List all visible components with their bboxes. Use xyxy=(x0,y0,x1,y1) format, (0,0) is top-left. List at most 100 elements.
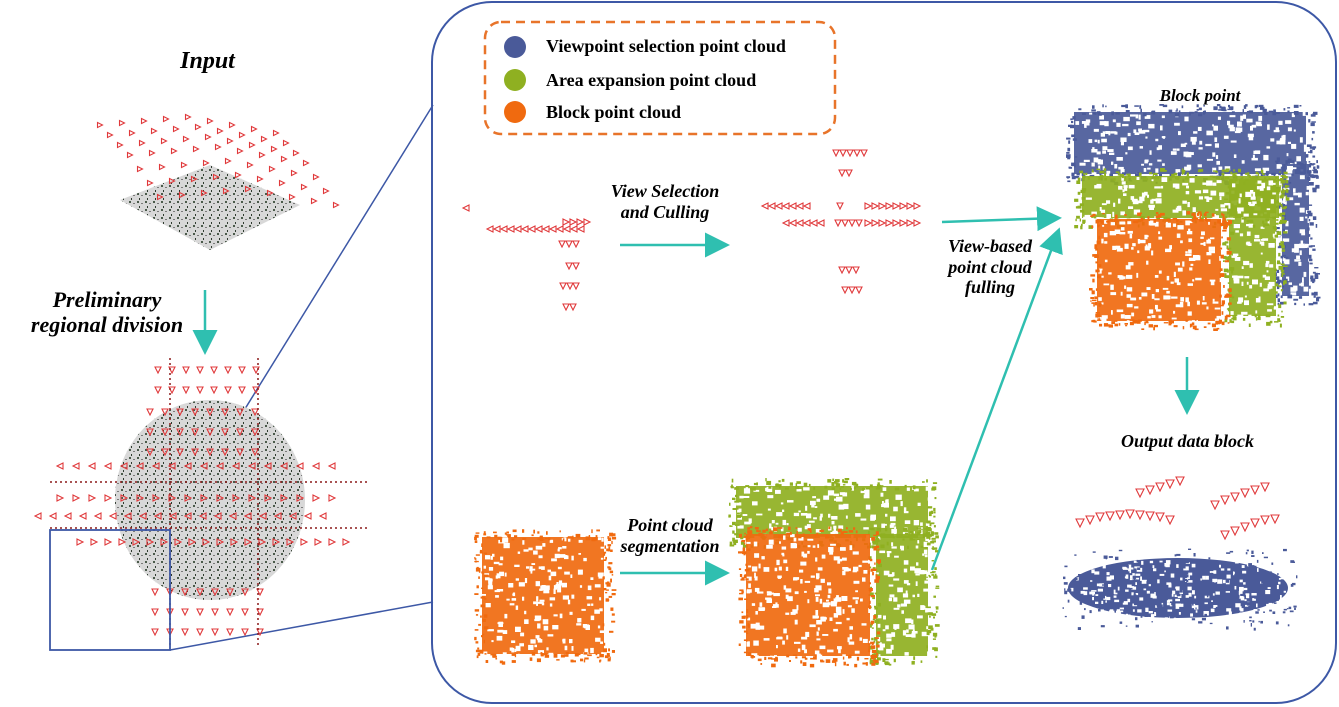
camera-icon xyxy=(558,240,566,249)
camera-icon xyxy=(33,512,42,520)
camera-icon xyxy=(248,141,256,149)
camera-icon xyxy=(256,175,264,183)
camera-icon xyxy=(328,538,337,546)
camera-icon xyxy=(244,185,252,193)
camera-icon xyxy=(272,129,280,137)
camera-icon xyxy=(226,588,234,597)
camera-icon xyxy=(264,494,273,502)
camera-icon xyxy=(534,225,543,233)
camera-icon xyxy=(499,225,508,233)
camera-icon xyxy=(172,125,180,133)
camera-icon xyxy=(555,225,564,233)
label-input: Input xyxy=(180,48,235,74)
camera-icon xyxy=(222,187,230,195)
label-point-cloud-seg: Point cloud segmentation xyxy=(620,515,720,556)
camera-icon xyxy=(188,538,197,546)
camera-icon xyxy=(146,428,154,437)
camera-icon xyxy=(183,512,192,520)
camera-icon xyxy=(238,366,246,375)
camera-icon xyxy=(461,204,470,212)
camera-icon xyxy=(885,219,894,227)
camera-icon xyxy=(146,179,154,187)
camera-icon xyxy=(182,135,190,143)
camera-icon xyxy=(296,494,305,502)
camera-icon xyxy=(215,462,224,470)
camera-icon xyxy=(295,462,304,470)
camera-icon xyxy=(278,179,286,187)
camera-icon xyxy=(232,494,241,502)
camera-icon xyxy=(288,512,297,520)
camera-icon xyxy=(1230,526,1240,537)
camera-icon xyxy=(196,386,204,395)
camera-set-culled xyxy=(760,149,922,295)
camera-icon xyxy=(182,386,190,395)
camera-icon xyxy=(1220,495,1230,506)
camera-icon xyxy=(760,202,769,210)
camera-icon xyxy=(342,538,351,546)
camera-icon xyxy=(161,428,169,437)
camera-icon xyxy=(266,189,274,197)
camera-icon xyxy=(899,219,908,227)
camera-icon xyxy=(506,225,515,233)
camera-icon xyxy=(192,145,200,153)
camera-icon xyxy=(527,225,536,233)
camera-icon xyxy=(322,187,330,195)
legend-box xyxy=(483,20,837,136)
divided-point-cloud xyxy=(33,358,368,651)
camera-icon xyxy=(1075,518,1085,529)
camera-icon xyxy=(250,125,258,133)
camera-icon xyxy=(871,202,880,210)
camera-icon xyxy=(104,538,113,546)
camera-icon xyxy=(248,494,257,502)
camera-icon xyxy=(230,538,239,546)
camera-icon xyxy=(878,202,887,210)
camera-icon xyxy=(846,149,854,158)
camera-icon xyxy=(118,119,126,127)
camera-icon xyxy=(327,462,336,470)
label-preliminary: Preliminary regional division xyxy=(30,287,184,338)
camera-icon xyxy=(226,628,234,637)
camera-icon xyxy=(151,608,159,617)
zoom-line-bottom xyxy=(169,601,434,651)
camera-icon xyxy=(1260,515,1270,526)
camera-set-initial xyxy=(461,204,592,312)
camera-icon xyxy=(206,448,214,457)
camera-icon xyxy=(288,193,296,201)
camera-icon xyxy=(206,408,214,417)
camera-icon xyxy=(116,141,124,149)
input-cameras xyxy=(96,113,340,209)
camera-icon xyxy=(328,494,337,502)
camera-icon xyxy=(853,149,861,158)
camera-icon xyxy=(1165,515,1175,526)
camera-icon xyxy=(71,462,80,470)
label-view-based: View-based point cloud fulling xyxy=(948,236,1032,298)
camera-icon xyxy=(1240,522,1250,533)
camera-icon xyxy=(788,202,797,210)
camera-icon xyxy=(1095,512,1105,523)
camera-icon xyxy=(802,202,811,210)
camera-icon xyxy=(136,494,145,502)
camera-icon xyxy=(156,193,164,201)
camera-icon xyxy=(162,115,170,123)
camera-icon xyxy=(161,408,169,417)
camera-icon xyxy=(565,262,573,271)
camera-icon xyxy=(244,538,253,546)
camera-icon xyxy=(211,608,219,617)
camera-icon xyxy=(226,137,234,145)
camera-icon xyxy=(198,512,207,520)
camera-icon xyxy=(1135,488,1145,499)
camera-icon xyxy=(180,161,188,169)
camera-icon xyxy=(899,202,908,210)
camera-icon xyxy=(216,494,225,502)
camera-icon xyxy=(200,189,208,197)
camera-icon xyxy=(72,494,81,502)
camera-icon xyxy=(300,183,308,191)
camera-icon xyxy=(176,448,184,457)
camera-icon xyxy=(48,512,57,520)
camera-icon xyxy=(150,127,158,135)
block-point-result xyxy=(1066,104,1321,331)
camera-icon xyxy=(146,408,154,417)
camera-icon xyxy=(118,538,127,546)
camera-icon xyxy=(194,123,202,131)
camera-icon xyxy=(196,588,204,597)
